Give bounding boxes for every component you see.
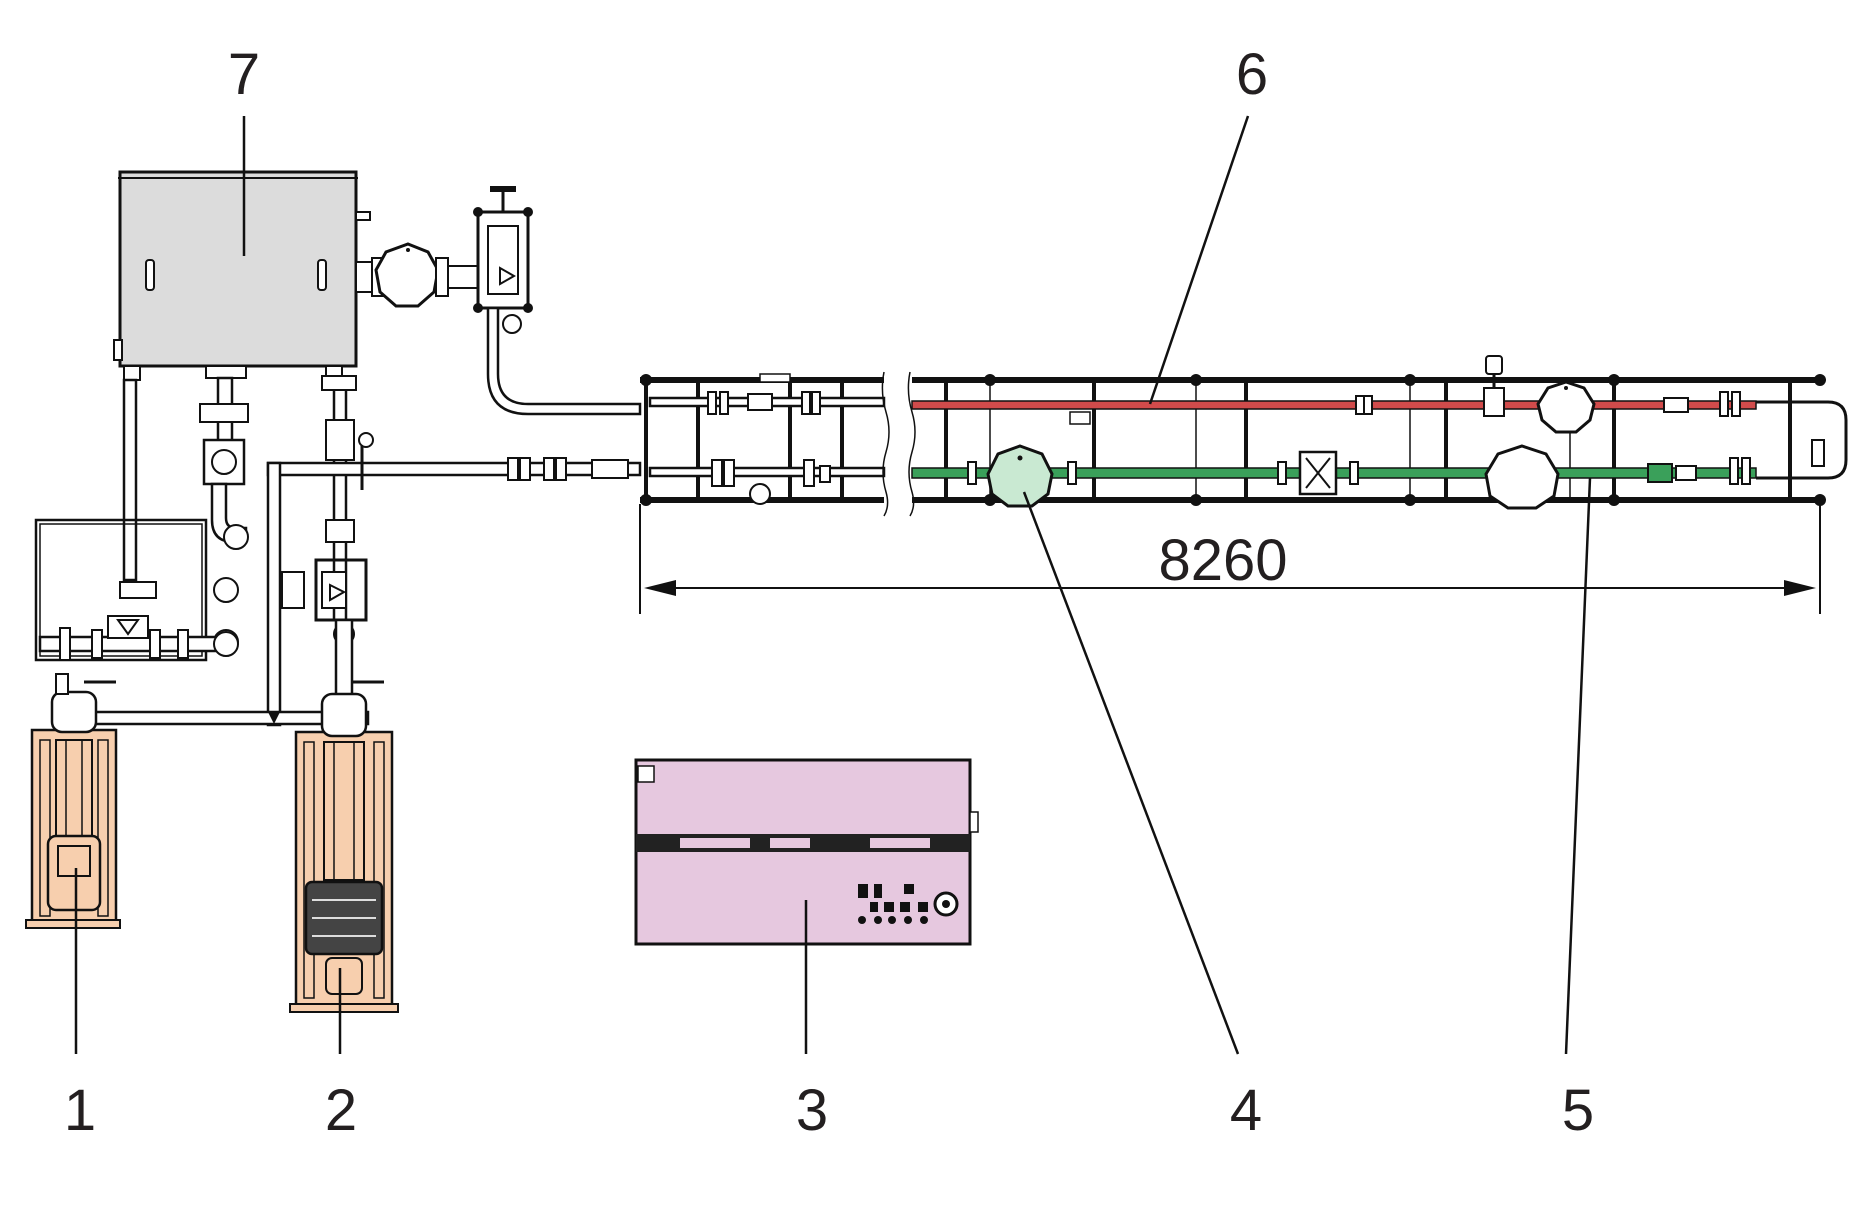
pump-1	[25, 673, 121, 929]
return-line-filter	[1536, 380, 1596, 434]
control-panel-indicators	[858, 884, 959, 924]
supply-line-strainer	[1484, 444, 1560, 510]
leader-4	[1022, 491, 1240, 1055]
return-line-red	[911, 400, 1757, 410]
skid-frame-left-section	[640, 371, 916, 517]
dimension-length: 8260	[639, 504, 1821, 614]
leader-6	[1148, 115, 1250, 405]
callout-labels: 1 2 3 4 5 6 7	[64, 42, 1594, 1143]
callout-7: 7	[228, 42, 260, 107]
leader-lines	[74, 115, 1592, 1055]
callout-6: 6	[1236, 42, 1268, 107]
control-cabinet	[634, 758, 979, 946]
supply-line-filter	[986, 444, 1054, 508]
skid-frame-right-section	[911, 355, 1848, 510]
tank-outlet-piping	[355, 186, 642, 416]
callout-2: 2	[325, 1078, 357, 1143]
tank-outlet-strainer	[374, 242, 440, 308]
callout-3: 3	[796, 1078, 828, 1143]
tank-handle-right	[317, 259, 327, 291]
pump-2	[289, 680, 399, 1013]
callout-1: 1	[64, 1078, 96, 1143]
tank-body	[118, 170, 358, 368]
callout-5: 5	[1562, 1078, 1594, 1143]
leader-5	[1564, 477, 1592, 1055]
tank-handle-left	[145, 259, 155, 291]
suction-piping	[34, 375, 642, 727]
dimension-label: 8260	[1158, 528, 1287, 593]
tank-unit	[113, 170, 371, 381]
callout-4: 4	[1230, 1078, 1262, 1143]
